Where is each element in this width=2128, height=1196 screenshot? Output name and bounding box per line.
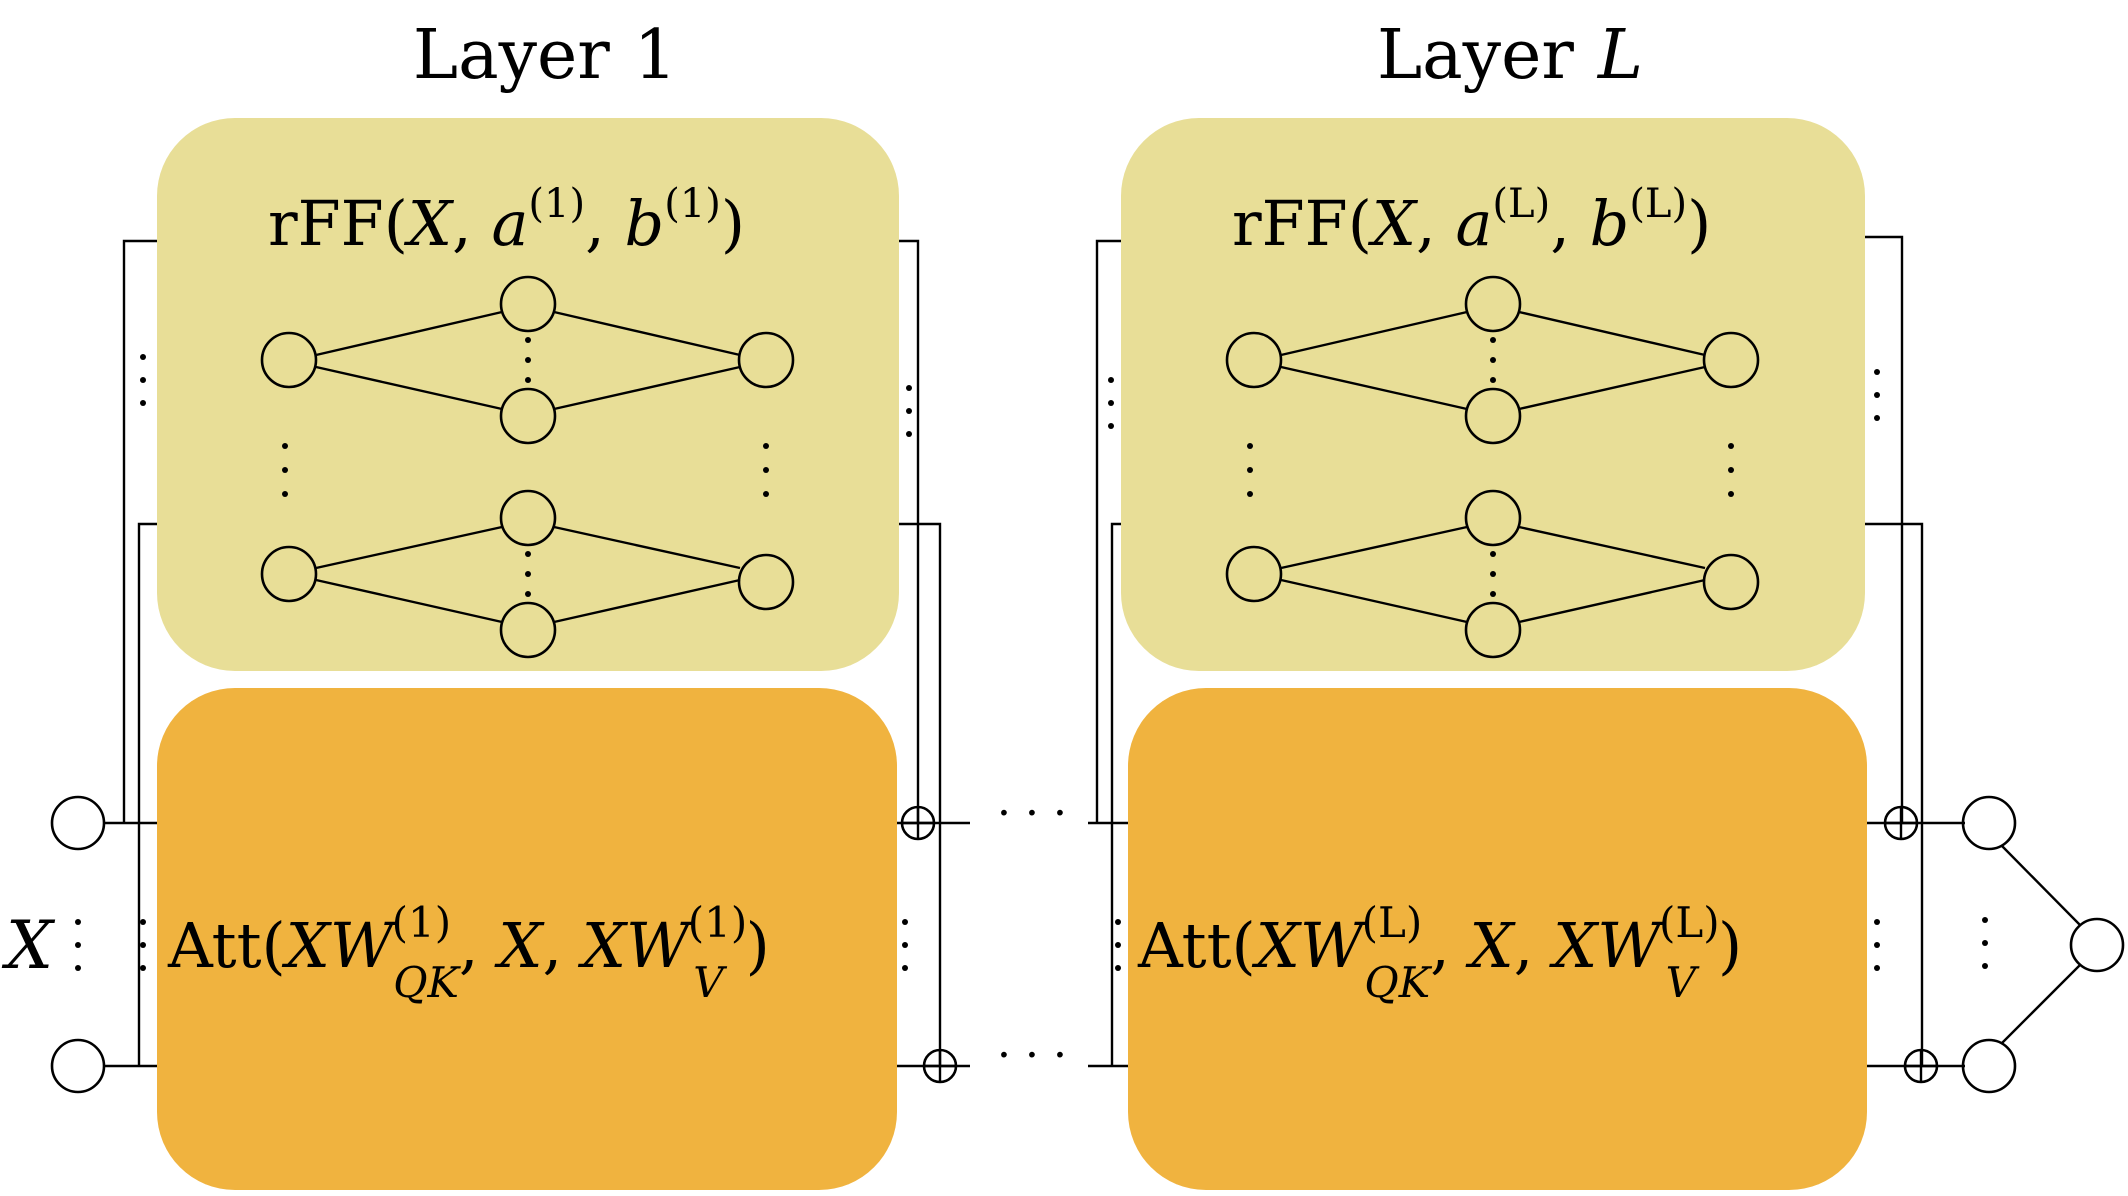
ellipsis-top: · · · (997, 788, 1067, 839)
input-node-top (50, 795, 106, 851)
input-node-bottom (50, 1038, 106, 1094)
att-label-layer-l: Att(XW(L)QK, X, XW(L)V) (1137, 898, 1742, 1007)
layer-1-network (260, 275, 795, 659)
rff-block-layer-l (1121, 118, 1865, 671)
layer-l-wires (1088, 235, 1965, 1084)
rff-label-layer-1: rFF(X, a(1), b(1)) (268, 181, 745, 260)
input-vdots (75, 919, 81, 971)
att-label-layer-1: Att(XW(1)QK, X, XW(1)V) (167, 898, 770, 1007)
att-block-layer-l (1128, 688, 1867, 1190)
ellipsis-bottom: · · · (997, 1030, 1067, 1081)
att-block-layer-1 (157, 688, 897, 1190)
output-head (1961, 795, 2125, 1094)
rff-label-layer-l: rFF(X, a(L), b(L)) (1232, 181, 1711, 260)
rff-block-layer-1 (157, 118, 899, 671)
input-label: X (1, 907, 56, 984)
layer-1-wires (104, 239, 970, 1084)
layer-l-network (1225, 275, 1760, 659)
